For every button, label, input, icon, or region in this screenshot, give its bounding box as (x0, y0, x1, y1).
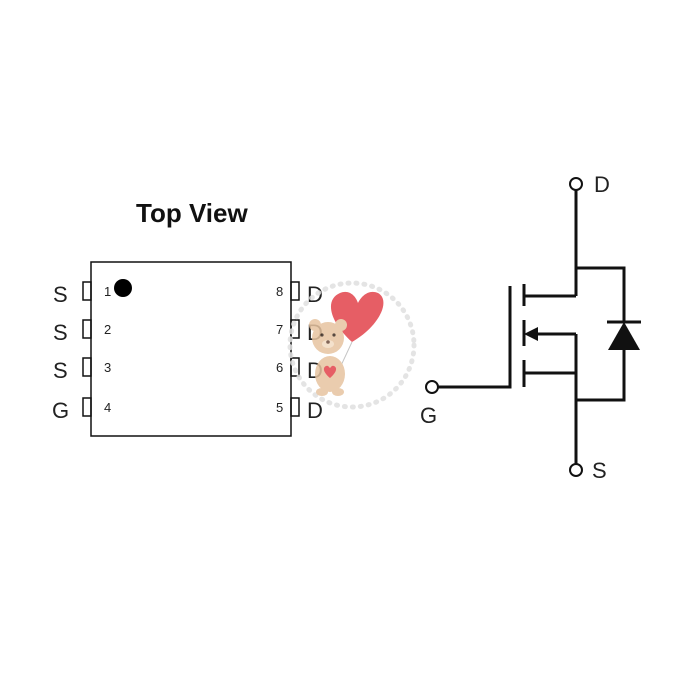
gate-terminal (425, 380, 439, 394)
drain-terminal (569, 177, 583, 191)
drain-label: D (594, 172, 610, 197)
watermark-dotted-circle (287, 280, 417, 410)
pin1-marker-dot (114, 279, 132, 297)
pin-5-number: 5 (276, 400, 283, 415)
pin-lead-2 (82, 319, 92, 339)
pin-lead-6 (290, 357, 300, 377)
pin-3-number: 3 (104, 360, 111, 375)
pin-2-number: 2 (104, 322, 111, 337)
diode-wire-top (576, 266, 626, 322)
bear-nose (326, 340, 330, 344)
pin-2-letter: S (53, 320, 68, 345)
body-diode-icon (608, 322, 640, 350)
body-arrow-icon (524, 327, 538, 341)
pin-1-letter: S (53, 282, 68, 307)
teddy-bear-watermark (287, 280, 417, 410)
bear-ear-right (335, 319, 347, 331)
pin-3-letter: S (53, 358, 68, 383)
pin-1-number: 1 (104, 284, 111, 299)
diode-wire-bottom (576, 350, 626, 402)
pin-8-letter: D (307, 282, 323, 307)
package-title: Top View (136, 198, 248, 228)
bear-snout (322, 340, 334, 348)
pin-7-number: 7 (276, 322, 283, 337)
pin-5-letter: D (307, 398, 323, 423)
pin-lead-5 (290, 397, 300, 417)
mosfet-symbol: D S G (420, 172, 641, 483)
gate-label: G (420, 403, 437, 428)
bear-foot-left (316, 388, 328, 396)
source-terminal (569, 463, 583, 477)
pin-lead-1 (82, 281, 92, 301)
bear-ear-left (309, 319, 321, 331)
pin-4-letter: G (52, 398, 69, 423)
bear-shirt-heart-icon (323, 365, 337, 378)
bear-foot-right (332, 388, 344, 396)
gate-wire (438, 286, 512, 389)
source-label: S (592, 458, 607, 483)
pin-lead-3 (82, 357, 92, 377)
pin-4-number: 4 (104, 400, 111, 415)
pin-lead-4 (82, 397, 92, 417)
pin-8-number: 8 (276, 284, 283, 299)
pin-6-number: 6 (276, 360, 283, 375)
bear-eye-left (320, 333, 324, 337)
package-top-view: Top View S S S G 1 2 3 4 8 7 6 5 D D D D (52, 198, 323, 437)
bear-head (312, 322, 344, 354)
bear-eye-right (332, 333, 336, 337)
pin-lead-8 (290, 281, 300, 301)
